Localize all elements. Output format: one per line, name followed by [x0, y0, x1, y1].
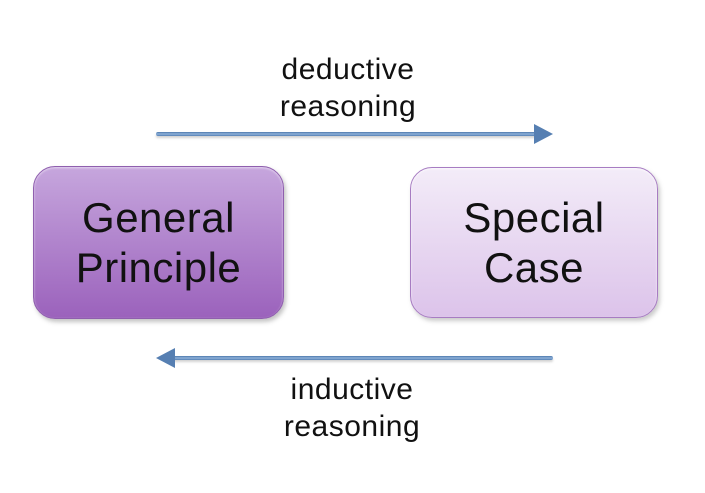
deductive-reasoning-label: deductive reasoning — [238, 51, 458, 125]
node-special-case: Special Case — [410, 167, 658, 318]
inductive-reasoning-label: inductive reasoning — [242, 371, 462, 445]
general-principle-line1: General — [82, 193, 235, 241]
inductive-label-line1: inductive — [290, 373, 414, 406]
special-case-line2: Case — [483, 243, 585, 291]
special-case-line1: Special — [463, 193, 605, 241]
inductive-label-line2: reasoning — [283, 410, 421, 443]
inductive-arrow-line — [173, 356, 553, 360]
general-principle-line2: Principle — [75, 243, 242, 291]
deductive-arrow-line — [156, 132, 536, 136]
right-arrowhead-icon — [534, 124, 553, 144]
deductive-label-line2: reasoning — [279, 90, 417, 123]
deductive-label-line1: deductive — [281, 53, 415, 86]
node-general-principle: General Principle — [33, 166, 284, 319]
left-arrowhead-icon — [156, 348, 175, 368]
